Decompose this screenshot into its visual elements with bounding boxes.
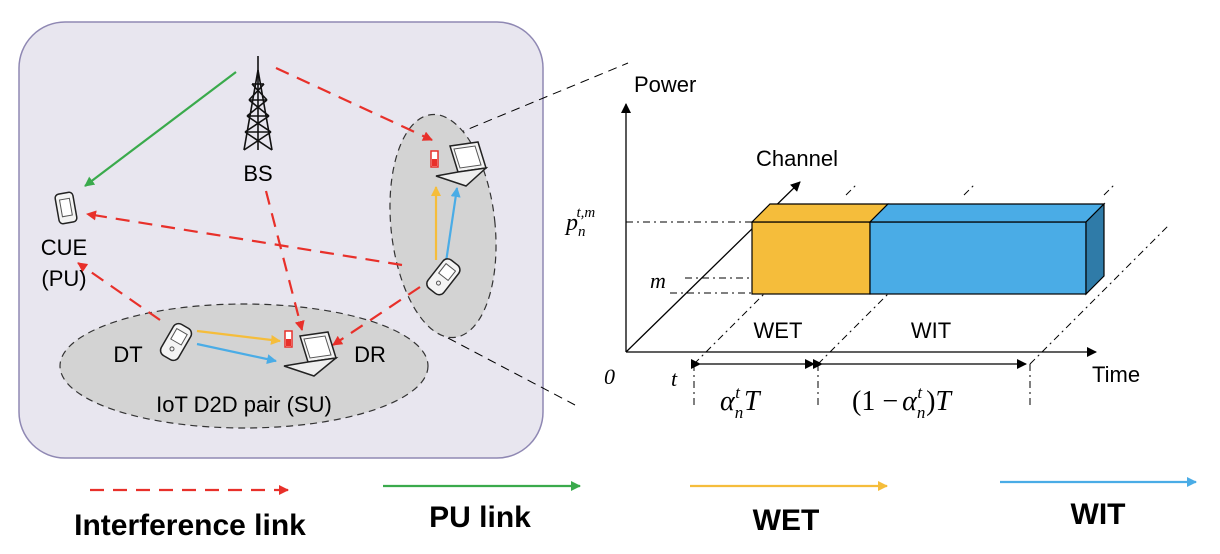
wit-block-label: WIT bbox=[911, 318, 951, 343]
wit-link-right bbox=[444, 187, 461, 263]
interference-bs-dr bbox=[264, 190, 305, 331]
power-axis-label: Power bbox=[634, 72, 696, 97]
wit-duration-label: (1 −αnt)T bbox=[852, 383, 953, 422]
wet-block-label: WET bbox=[754, 318, 803, 343]
su-phone-icon bbox=[426, 258, 461, 296]
d2d-pair-cluster bbox=[59, 303, 429, 429]
interference-phone-dr bbox=[332, 286, 421, 346]
interference-dt-cue bbox=[77, 262, 161, 321]
zoom-line-top bbox=[441, 62, 629, 141]
channel-axis-label: Channel bbox=[756, 146, 838, 171]
wit-link-dt-dr bbox=[196, 342, 277, 364]
timing-diagram: Power Channel Time 0 t m pnt,m WET WI bbox=[564, 72, 1171, 422]
wit-block bbox=[868, 202, 1106, 296]
interference-bs-laptop bbox=[275, 67, 433, 141]
time-axis-label: Time bbox=[1092, 362, 1140, 387]
dr-laptop-icon bbox=[283, 331, 339, 377]
wet-link-dt-dr bbox=[196, 329, 281, 345]
legend-pu-label: PU link bbox=[429, 501, 531, 534]
zoom-line-bottom bbox=[447, 337, 576, 406]
t-tick-label: t bbox=[671, 366, 678, 391]
dt-phone-icon bbox=[159, 322, 193, 362]
cue-phone-icon bbox=[54, 191, 78, 225]
pu-link-bs-cue bbox=[84, 71, 237, 187]
legend-wet-label: WET bbox=[753, 504, 820, 537]
bs-label: BS bbox=[243, 161, 272, 186]
legend-wit-label: WIT bbox=[1071, 498, 1126, 531]
dr-label: DR bbox=[354, 342, 386, 367]
cue-pu-label: (PU) bbox=[41, 266, 86, 291]
dr-battery-icon bbox=[284, 330, 293, 348]
su-laptop-icon bbox=[435, 141, 489, 187]
legend-interference-label: Interference link bbox=[74, 509, 306, 542]
wet-block bbox=[750, 203, 890, 295]
cue-label: CUE bbox=[41, 235, 87, 260]
su-battery-icon bbox=[430, 150, 439, 168]
m-tick-label: m bbox=[650, 268, 666, 293]
pair-label: IoT D2D pair (SU) bbox=[156, 392, 332, 417]
power-level-label: pnt,m bbox=[564, 205, 595, 240]
dt-label: DT bbox=[113, 342, 142, 367]
interference-phone-cue bbox=[86, 210, 403, 267]
base-station-icon bbox=[243, 56, 273, 151]
legend: Interference link PU link WET WIT bbox=[74, 477, 1197, 542]
origin-label: 0 bbox=[604, 364, 615, 389]
